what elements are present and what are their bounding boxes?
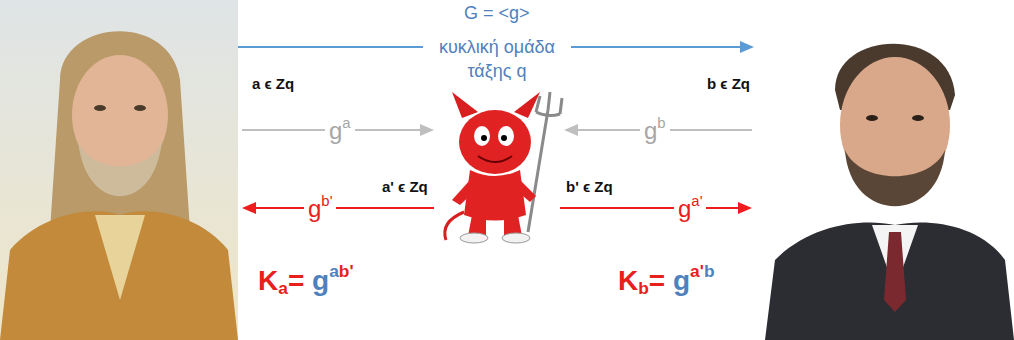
text-run: b [657, 115, 665, 131]
text-run: g [644, 117, 657, 144]
text-run: a [329, 261, 339, 281]
group-label: G = <g> [464, 3, 530, 24]
text-run: g [673, 265, 690, 296]
devil-figure [445, 92, 562, 243]
text-run: a [342, 115, 350, 131]
right-portrait [755, 0, 1014, 340]
text-run: = [288, 265, 312, 296]
text-run: K [258, 265, 278, 296]
text-run: g [312, 265, 329, 296]
public-value: ga [325, 115, 355, 145]
shared-key: Kb= ga'b [618, 262, 715, 299]
text-run: b' [321, 193, 332, 209]
text-run: a' [691, 193, 702, 209]
group-description: κυκλική ομάδα τάξης q [423, 35, 571, 83]
forged-value: gb' [304, 193, 336, 223]
text-run: = [649, 265, 673, 296]
public-value: gb [640, 115, 670, 145]
forged-value: ga' [674, 193, 706, 223]
text-run: b [704, 261, 715, 281]
text-run: a [278, 278, 288, 298]
text-run: b [638, 278, 649, 298]
text-run: a' [690, 261, 704, 281]
text-run: g [308, 195, 321, 222]
secret-exponent: b ϵ Zq [707, 75, 750, 92]
attacker-exponent: a' ϵ Zq [382, 178, 428, 195]
secret-exponent: a ϵ Zq [252, 75, 294, 92]
text-run: b' [339, 261, 354, 281]
shared-key: Ka= gab' [258, 262, 354, 299]
text-run: g [329, 117, 342, 144]
text-run: g [678, 195, 691, 222]
left-portrait [0, 0, 238, 340]
text-run: K [618, 265, 638, 296]
attacker-exponent: b' ϵ Zq [566, 178, 613, 195]
